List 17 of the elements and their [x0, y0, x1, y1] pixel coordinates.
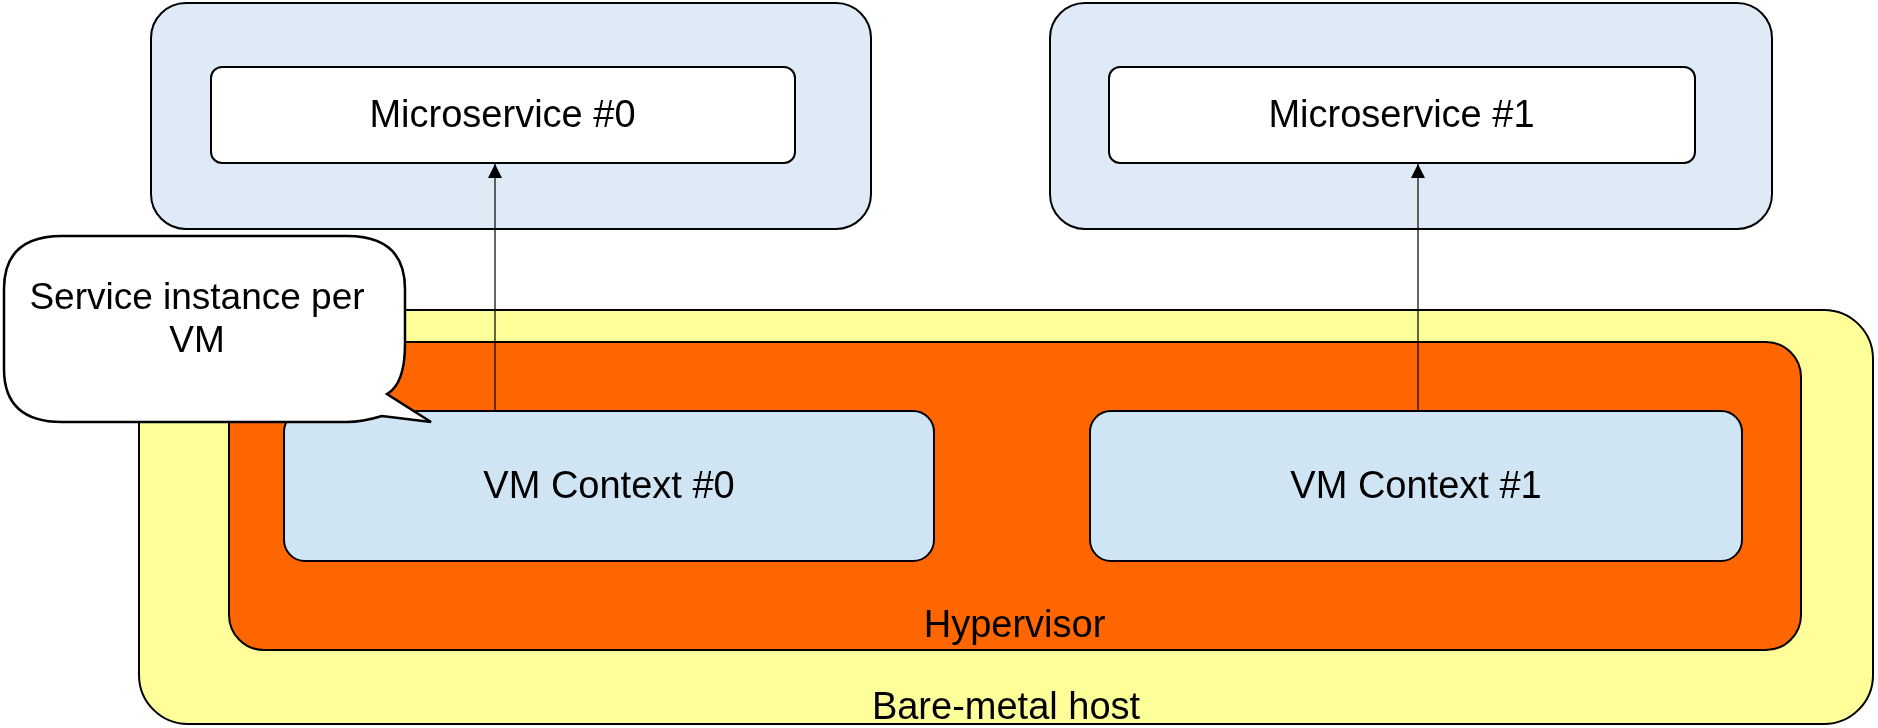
speech-bubble — [2, 234, 432, 424]
node-label: VM Context #0 — [482, 464, 736, 508]
process-box — [1107, 65, 1696, 164]
node-label: Service instance per VM — [28, 276, 366, 362]
arrow — [488, 163, 502, 412]
service-container — [150, 2, 872, 230]
service-container — [1049, 2, 1773, 230]
layer-box — [227, 340, 1802, 651]
arrow — [1411, 163, 1425, 412]
node-label: VM Context #1 — [1289, 464, 1543, 508]
node-label: Bare-metal host — [870, 687, 1142, 725]
node-label: Microservice #0 — [368, 92, 637, 137]
process-box — [283, 410, 935, 562]
process-box — [1089, 410, 1743, 562]
node-label: Hypervisor — [922, 604, 1107, 643]
node-label: Microservice #1 — [1267, 92, 1536, 137]
process-box — [209, 65, 796, 164]
